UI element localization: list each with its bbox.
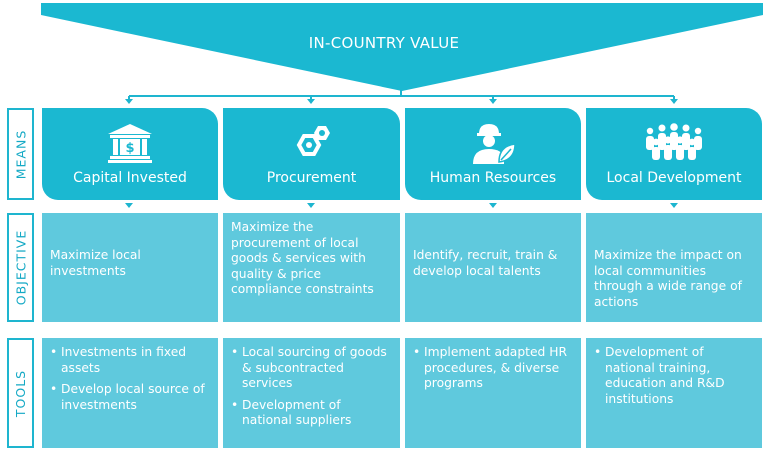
objective-human-resources: Identify, recruit, train & develop local… — [405, 213, 581, 322]
tools-human-resources: Implement adapted HR procedures, & diver… — [405, 338, 581, 448]
worker-leaf-icon — [473, 124, 516, 164]
means-label: Procurement — [266, 170, 357, 186]
community-icon — [646, 123, 702, 160]
tools-capital-invested: Investments in fixed assets Develop loca… — [42, 338, 218, 448]
row-label-objective: OBJECTIVE — [7, 213, 34, 322]
nut-bolt-icon — [296, 126, 330, 156]
row-label-tools: TOOLS — [7, 338, 34, 448]
tools-procurement: Local sourcing of goods & subcontracted … — [223, 338, 400, 448]
means-local-development: Local Development — [586, 108, 762, 200]
tool-item: Implement adapted HR procedures, & diver… — [411, 345, 575, 392]
tool-item: Development of national suppliers — [229, 398, 394, 429]
means-capital-invested: $ Capital Invested — [42, 108, 218, 200]
tool-item: Local sourcing of goods & subcontracted … — [229, 345, 394, 392]
svg-text:$: $ — [125, 141, 134, 156]
tool-item: Develop local source of investments — [48, 382, 212, 413]
tool-item: Investments in fixed assets — [48, 345, 212, 376]
means-label: Local Development — [606, 170, 742, 186]
tools-local-development: Development of national training, educat… — [586, 338, 762, 448]
means-procurement: Procurement — [223, 108, 400, 200]
in-country-value-banner — [41, 3, 763, 91]
means-human-resources: Human Resources — [405, 108, 581, 200]
tool-item: Development of national training, educat… — [592, 345, 756, 407]
banner-title: IN-COUNTRY VALUE — [308, 34, 460, 52]
objective-capital-invested: Maximize local investments — [42, 213, 218, 322]
means-label: Human Resources — [429, 170, 557, 186]
row-label-means: MEANS — [7, 108, 34, 200]
means-label: Capital Invested — [73, 170, 187, 186]
bank-icon: $ — [108, 124, 152, 163]
objective-local-development: Maximize the impact on local communities… — [586, 213, 762, 322]
objective-procurement: Maximize the procurement of local goods … — [223, 213, 400, 322]
